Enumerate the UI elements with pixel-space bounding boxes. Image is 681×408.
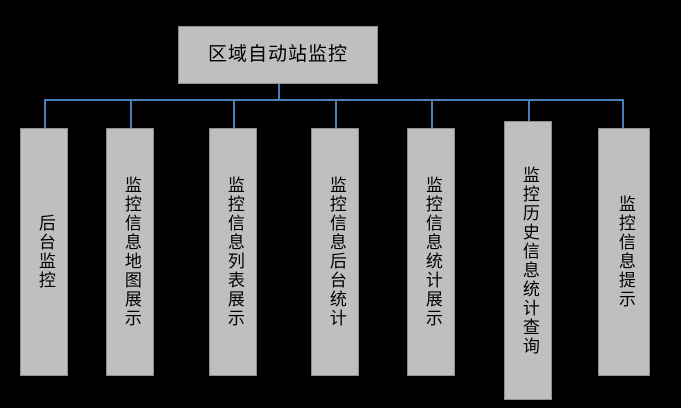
node-child-2-label: 监控信息地图展示 <box>120 176 141 328</box>
node-child-5-label: 监控信息统计展示 <box>421 176 442 328</box>
connector-horizontal-bus <box>44 99 624 101</box>
node-child-7[interactable]: 监控信息提示 <box>598 128 650 376</box>
connector-drop-5 <box>431 99 433 128</box>
node-child-4[interactable]: 监控信息后台统计 <box>311 128 359 376</box>
node-child-2[interactable]: 监控信息地图展示 <box>106 128 154 376</box>
node-child-5[interactable]: 监控信息统计展示 <box>407 128 455 376</box>
connector-drop-1 <box>44 99 46 128</box>
connector-drop-2 <box>130 99 132 128</box>
node-child-3[interactable]: 监控信息列表展示 <box>209 128 257 376</box>
node-child-4-label: 监控信息后台统计 <box>325 176 346 328</box>
connector-drop-4 <box>335 99 337 128</box>
node-child-3-label: 监控信息列表展示 <box>223 176 244 328</box>
node-child-6[interactable]: 监控历史信息统计查询 <box>504 121 552 400</box>
node-child-1-label: 后台监控 <box>34 214 55 290</box>
node-child-7-label: 监控信息提示 <box>614 195 635 309</box>
node-root[interactable]: 区域自动站监控 <box>178 26 378 84</box>
node-child-6-label: 监控历史信息统计查询 <box>518 165 539 356</box>
connector-drop-6 <box>528 99 530 121</box>
connector-root-stem <box>278 84 280 101</box>
node-root-label: 区域自动站监控 <box>207 43 348 66</box>
node-child-1[interactable]: 后台监控 <box>20 128 68 376</box>
connector-drop-3 <box>233 99 235 128</box>
connector-drop-7 <box>622 99 624 128</box>
